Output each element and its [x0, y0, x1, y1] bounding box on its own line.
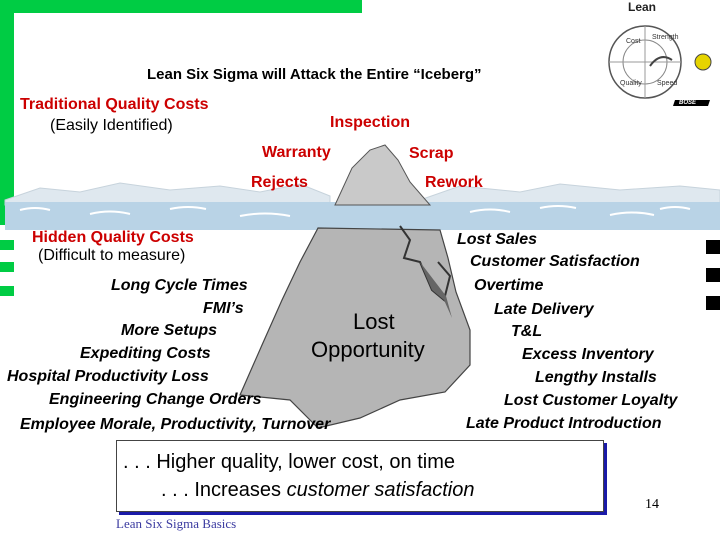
- center-opportunity: Opportunity: [311, 337, 425, 362]
- iceberg-shadow: [420, 262, 452, 318]
- slide-title: Lean Six Sigma will Attack the Entire “I…: [147, 66, 482, 83]
- hidden-right-7: Lengthy Installs: [535, 369, 657, 386]
- hidden-right-5: T&L: [511, 323, 543, 340]
- cost-scrap: Scrap: [409, 145, 454, 162]
- hidden-right-6: Excess Inventory: [522, 346, 654, 363]
- water-band: [5, 202, 720, 230]
- center-lost: Lost: [353, 309, 395, 334]
- traditional-sub: (Easily Identified): [50, 117, 173, 134]
- logo-ring-strength: Strength: [652, 34, 679, 41]
- logo-word: Lean: [628, 0, 657, 14]
- hidden-right-2: Customer Satisfaction: [470, 253, 640, 270]
- hidden-left-5: Hospital Productivity Loss: [7, 368, 209, 385]
- iceberg-body: [239, 227, 471, 429]
- hidden-left-3: More Setups: [121, 322, 218, 339]
- iceberg-tip: [334, 144, 432, 206]
- green-left-tab-3: [0, 286, 14, 296]
- hidden-right-9: Late Product Introduction: [466, 415, 662, 432]
- green-top-bar: [0, 0, 362, 13]
- edge-square-3: [706, 296, 720, 310]
- water-ripples: [19, 205, 691, 217]
- hidden-right-3: Overtime: [474, 277, 544, 294]
- conclusion-line-2b: customer satisfaction: [286, 479, 475, 501]
- cost-inspection: Inspection: [330, 114, 411, 131]
- hidden-left-2: FMI’s: [203, 300, 244, 317]
- cost-rework: Rework: [425, 174, 483, 191]
- green-left-tab-1: [0, 240, 14, 250]
- conclusion-box: . . . Higher quality, lower cost, on tim…: [116, 440, 604, 512]
- conclusion-line-2a: . . . Increases: [161, 479, 287, 501]
- green-left-tab-2: [0, 262, 14, 272]
- page-number: 14: [645, 497, 659, 512]
- hidden-heading: Hidden Quality Costs: [32, 229, 194, 246]
- hidden-left-6: Engineering Change Orders: [49, 391, 262, 408]
- hidden-sub: (Difficult to measure): [38, 247, 186, 264]
- hidden-left-1: Long Cycle Times: [111, 277, 248, 294]
- footer-text: Lean Six Sigma Basics: [116, 516, 237, 531]
- cost-rejects: Rejects: [251, 174, 308, 191]
- lean-six-sigma-logo-icon: [608, 25, 712, 106]
- edge-square-1: [706, 240, 720, 254]
- hidden-right-1: Lost Sales: [457, 231, 538, 248]
- conclusion-line-2: . . . Increases customer satisfaction: [161, 479, 474, 502]
- logo-ring-speed: Speed: [657, 80, 678, 87]
- hidden-right-8: Lost Customer Loyalty: [504, 392, 678, 409]
- edge-square-2: [706, 268, 720, 282]
- logo-ring-quality: Quality: [620, 80, 642, 87]
- hidden-left-4: Expediting Costs: [80, 345, 211, 362]
- green-left-bar: [0, 0, 14, 225]
- hidden-right-4: Late Delivery: [494, 301, 594, 318]
- conclusion-line-1: . . . Higher quality, lower cost, on tim…: [123, 451, 455, 473]
- hidden-left-7: Employee Morale, Productivity, Turnover: [20, 416, 331, 433]
- traditional-heading: Traditional Quality Costs: [20, 96, 209, 113]
- logo-brand: BOSE: [679, 100, 697, 106]
- logo: Lean Cost Strength Speed Quality BOSE: [590, 0, 720, 112]
- cost-warranty: Warranty: [262, 144, 331, 161]
- logo-ring-cost: Cost: [626, 38, 641, 45]
